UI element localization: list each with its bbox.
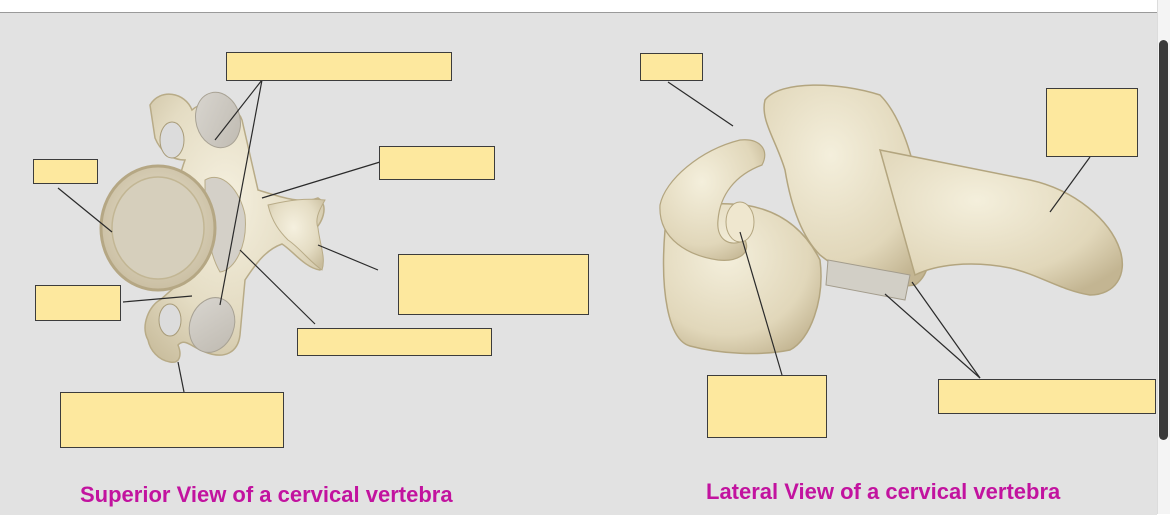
label-box-lateral-transverse[interactable]	[707, 375, 827, 438]
label-box-superior-spinous[interactable]	[398, 254, 589, 315]
label-box-superior-transverse[interactable]	[60, 392, 284, 448]
vertical-scrollbar-thumb[interactable]	[1159, 40, 1168, 440]
label-box-lateral-body[interactable]	[640, 53, 703, 81]
transverse-foramen-upper	[160, 122, 184, 158]
label-box-lateral-spinous[interactable]	[1046, 88, 1138, 157]
superior-view-vertebra-drawing	[101, 87, 325, 362]
label-box-superior-pedicle[interactable]	[35, 285, 121, 321]
label-box-superior-lamina[interactable]	[379, 146, 495, 180]
label-box-superior-facets[interactable]	[226, 52, 452, 81]
lateral-spinous-process	[880, 150, 1122, 295]
label-box-superior-foramen[interactable]	[297, 328, 492, 356]
caption-lateral-view: Lateral View of a cervical vertebra	[706, 479, 1060, 505]
label-box-superior-body[interactable]	[33, 159, 98, 184]
transverse-foramen-lower	[159, 304, 181, 336]
caption-superior-view: Superior View of a cervical vertebra	[80, 482, 453, 508]
label-box-lateral-facets[interactable]	[938, 379, 1156, 414]
